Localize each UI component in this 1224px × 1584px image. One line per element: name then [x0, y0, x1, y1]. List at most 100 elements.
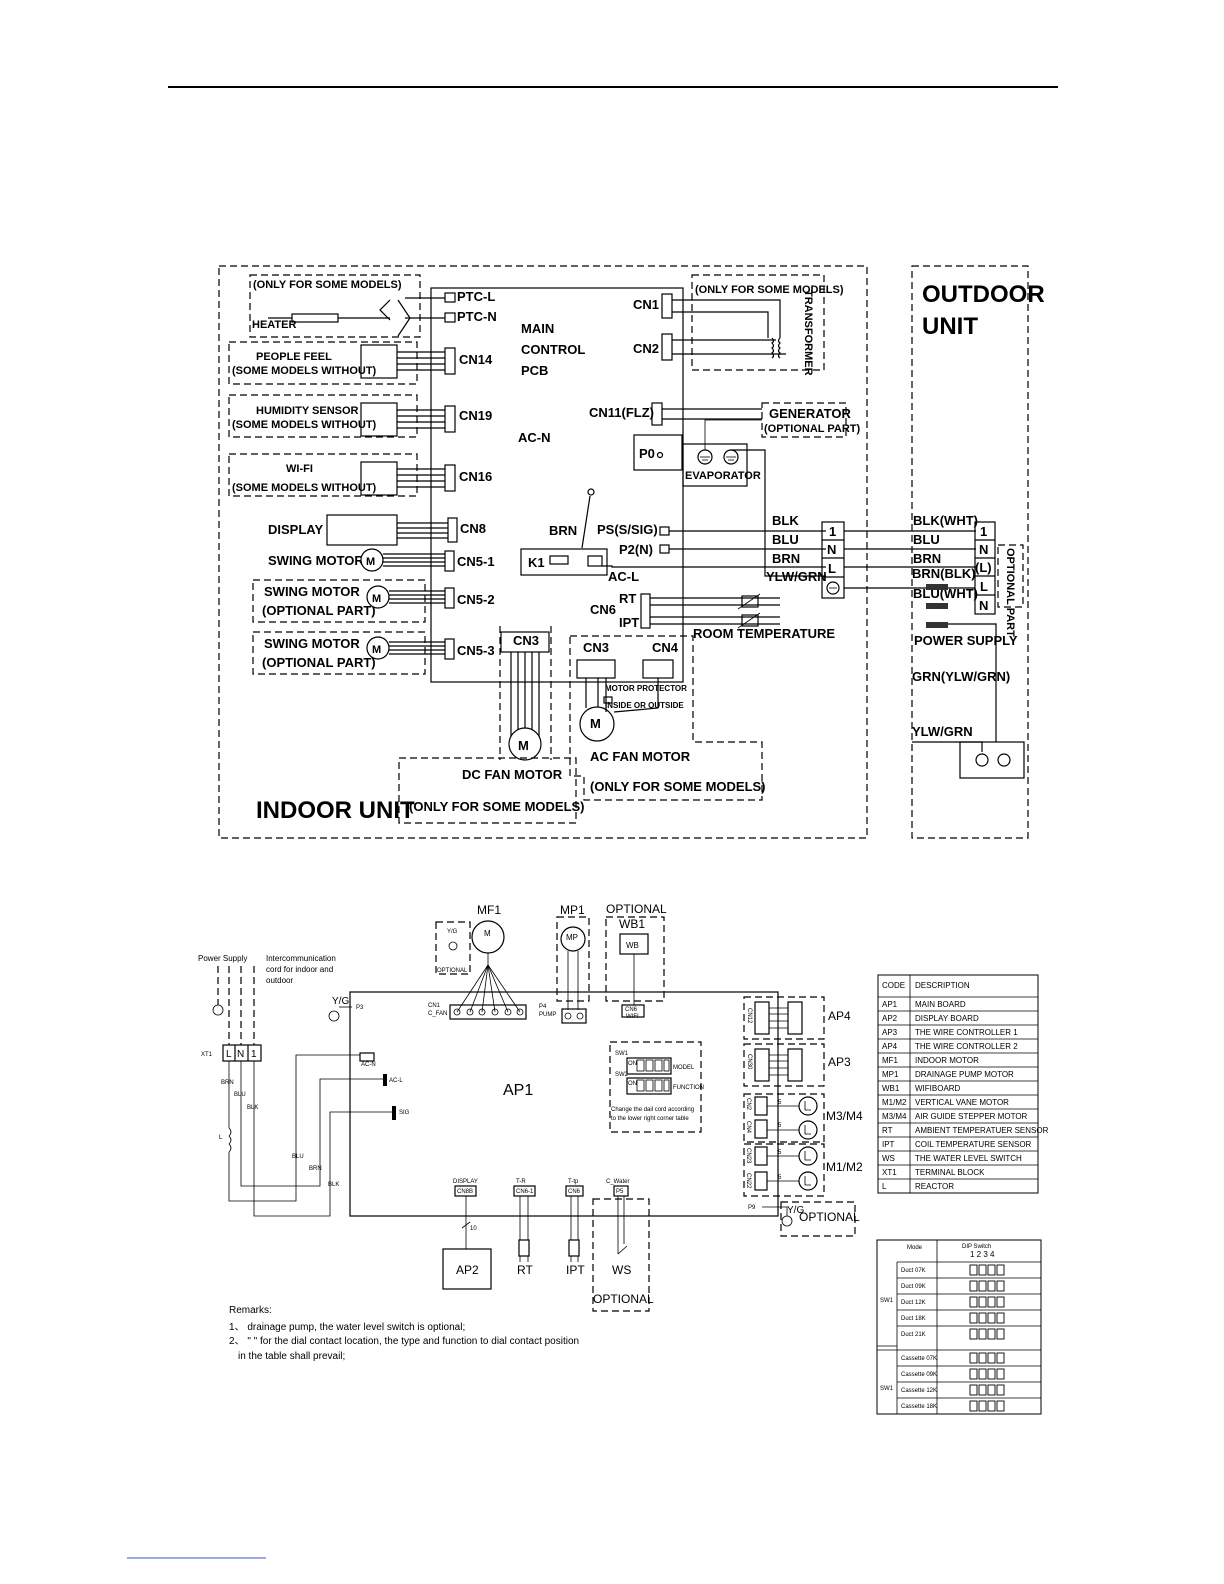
dip-switch-cell [969, 1296, 978, 1308]
ws-optional-box [592, 1198, 650, 1312]
m3m4-label: M3/M4 [826, 1109, 863, 1123]
inside-outside-label: INSIDE OR OUTSIDE [605, 701, 684, 710]
out-term-lp: (L) [975, 560, 992, 575]
cn6-label: CN6 [590, 602, 616, 617]
dip-switch-cell [978, 1296, 987, 1308]
desc-cell: VERTICAL VANE MOTOR [915, 1098, 1009, 1107]
code-cell: WS [882, 1154, 895, 1163]
ap3-box [743, 1043, 825, 1087]
out-brnblk: BRN(BLK) [912, 566, 976, 581]
rt-sensor [518, 1239, 530, 1257]
blu-wire-label: BLU [234, 1092, 246, 1098]
ap4-box [743, 996, 825, 1040]
brn-wire-label-2: BRN [309, 1166, 322, 1172]
wire-blk: BLK [772, 513, 799, 528]
indoor-terminal-block [821, 521, 845, 599]
evaporator-label: EVAPORATOR [685, 470, 761, 482]
ac-fan-motor-icon [579, 706, 615, 742]
swing-motor-opt-label-2b: (OPTIONAL PART) [262, 655, 376, 670]
wb1-label: WB1 [619, 917, 645, 931]
sw1-label: SW1 [615, 1051, 629, 1057]
ttp-label: T-tp [568, 1179, 579, 1185]
ap1-label: AP1 [503, 1082, 533, 1099]
xt1-l: L [226, 1049, 232, 1060]
m1m2-box [743, 1143, 825, 1197]
code-cell: L [882, 1182, 887, 1191]
swing-motor-opt-label-1a: SWING MOTOR [264, 584, 360, 599]
outdoor-terminal-block [974, 521, 996, 615]
m2-five: 5 [778, 1175, 782, 1181]
cn4-label: CN4 [652, 640, 679, 655]
cn4-connector [642, 659, 674, 679]
earth-icon-4 [997, 753, 1011, 767]
sw-box [609, 1041, 702, 1133]
display-unit [326, 514, 398, 546]
sw2-on: ON [628, 1081, 637, 1087]
desc-header: DESCRIPTION [915, 981, 970, 990]
swing-motor-icon [360, 548, 384, 572]
code-cell: RT [882, 1126, 893, 1135]
dip-switch-cell [978, 1264, 987, 1276]
dip-switch-cell [978, 1384, 987, 1396]
dc-fan-note: (ONLY FOR SOME MODELS) [409, 799, 585, 814]
dip-mode-cell: Duct 21K [901, 1332, 926, 1338]
cn12-label: CN12 [746, 1008, 752, 1024]
yg-label: Y/G [332, 996, 349, 1007]
sw2-label: SW2 [615, 1072, 629, 1078]
display-label: DISPLAY [268, 522, 323, 537]
m3-five: 5 [778, 1100, 782, 1106]
ipt-label: IPT [619, 615, 639, 630]
wifi-label-1: WI-FI [286, 463, 313, 475]
ap1-board [349, 991, 779, 1217]
desc-cell: TERMINAL BLOCK [915, 1168, 985, 1177]
desc-cell: THE WIRE CONTROLLER 1 [915, 1028, 1018, 1037]
code-cell: M1/M2 [882, 1098, 907, 1107]
dip-mode-cell: Duct 09K [901, 1284, 926, 1290]
swing-motor-opt-box-2 [252, 631, 426, 675]
dc-fan-motor-icon [508, 727, 542, 761]
room-temp-label: ROOM TEMPERATURE [693, 626, 835, 641]
remark-1: 1、 drainage pump, the water level switch… [229, 1322, 465, 1333]
desc-cell: COIL TEMPERATURE SENSOR [915, 1140, 1032, 1149]
cn11-label: CN11(FLZ) [589, 405, 654, 420]
dip-switch-cell [969, 1264, 978, 1276]
code-cell: IPT [882, 1140, 895, 1149]
dip-switch-cell [969, 1384, 978, 1396]
cn6-1-label: CN6-1 [516, 1189, 534, 1195]
ap3-label: AP3 [828, 1055, 851, 1069]
swing-motor-opt-icon-2 [366, 636, 390, 660]
ptc-n-label: PTC-N [457, 309, 497, 324]
people-feel-label-2: (SOME MODELS WITHOUT) [232, 365, 377, 377]
cn8b-label: CN8B [457, 1189, 473, 1195]
people-feel-sensor [360, 344, 398, 379]
intercom-3: outdoor [266, 976, 293, 985]
cn1-label: CN1 [633, 297, 659, 312]
p2n-label: P2(N) [619, 542, 653, 557]
dip-mode-cell: Duct 12K [901, 1300, 926, 1306]
dip-switch-cell [978, 1280, 987, 1292]
rt-label-2: RT [517, 1263, 533, 1277]
wifi-label-2: WIFI [626, 1014, 639, 1020]
sw-model-label: MODEL [673, 1065, 695, 1071]
out-term-1: 1 [980, 524, 987, 539]
xt1-1: 1 [251, 1049, 257, 1060]
ap2-label: AP2 [456, 1263, 479, 1277]
mp1-label: MP1 [560, 903, 585, 917]
dip-switch-cell [996, 1352, 1005, 1364]
code-cell: WB1 [882, 1084, 900, 1093]
pcb-label-1: MAIN [521, 321, 554, 336]
mf1-optional-box [435, 921, 471, 975]
ten-label: 10 [470, 1226, 477, 1232]
swing-motor-opt-m-1: M [372, 593, 381, 605]
dip-mode-header: Mode [907, 1245, 923, 1251]
pcb-label-3: PCB [521, 363, 548, 378]
indoor-unit-label: INDOOR UNIT [256, 797, 415, 824]
p5-connector [613, 1185, 629, 1197]
cn6-wifi-label: CN6 [625, 1007, 638, 1013]
dip-switch-cell [987, 1264, 996, 1276]
power-supply-label-2: Power Supply [198, 954, 247, 963]
code-cell: MP1 [882, 1070, 899, 1079]
ferrite-1 [926, 584, 948, 590]
dip-switch-cell [987, 1296, 996, 1308]
diagram-2: AP1 MF1 Y/G OPTIONAL M CN1 C_FAN MP1 MP … [198, 902, 863, 1362]
